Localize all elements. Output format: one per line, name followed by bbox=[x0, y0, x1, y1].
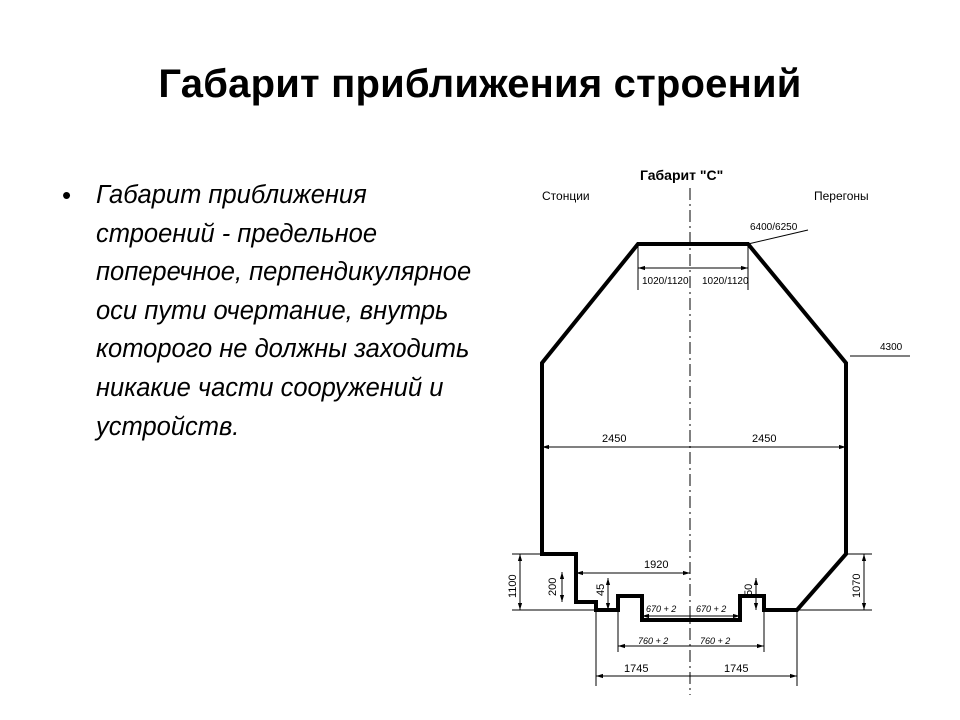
dim-base-left: 1745 bbox=[624, 663, 648, 675]
dim-top-height: 6400/6250 bbox=[750, 222, 798, 233]
dim-half-width-right: 2450 bbox=[752, 433, 776, 445]
clearance-diagram: Габарит "С" Стонции Перегоны 1020/1120 1… bbox=[490, 160, 930, 700]
dim-step-height: 200 bbox=[547, 578, 559, 596]
dim-rail-outer-right: 760 + 2 bbox=[700, 636, 730, 646]
hauls-label: Перегоны bbox=[814, 189, 869, 203]
dim-base-right: 1745 bbox=[724, 663, 748, 675]
dim-top-right: 1020/1120 bbox=[702, 276, 749, 287]
clearance-outline bbox=[540, 242, 848, 622]
dim-gap-left: 45 bbox=[595, 584, 607, 596]
dim-gap-right: 50 bbox=[743, 584, 755, 596]
dim-rail-left: 670 + 2 bbox=[646, 604, 676, 614]
bullet-text: Габарит приближения строений - предельно… bbox=[96, 181, 472, 441]
dim-bottom-right-height: 1070 bbox=[851, 574, 863, 598]
top-height-leader bbox=[747, 229, 809, 245]
dim-platform-half: 1920 bbox=[644, 559, 668, 571]
clearance-diagram-svg: Габарит "С" Стонции Перегоны 1020/1120 1… bbox=[507, 167, 910, 695]
dim-shoulder-height: 4300 bbox=[880, 342, 903, 353]
slide-title: Габарит приближения строений bbox=[158, 62, 802, 106]
bullet-dot: • bbox=[62, 180, 72, 210]
dim-rail-outer-left: 760 + 2 bbox=[638, 636, 668, 646]
dim-bottom-left-height: 1100 bbox=[507, 574, 519, 598]
dim-rail-right: 670 + 2 bbox=[696, 604, 726, 614]
stations-label: Стонции bbox=[542, 189, 590, 203]
dim-top-left: 1020/1120 bbox=[642, 276, 689, 287]
dim-half-width-left: 2450 bbox=[602, 433, 626, 445]
diagram-title: Габарит "С" bbox=[640, 167, 723, 183]
